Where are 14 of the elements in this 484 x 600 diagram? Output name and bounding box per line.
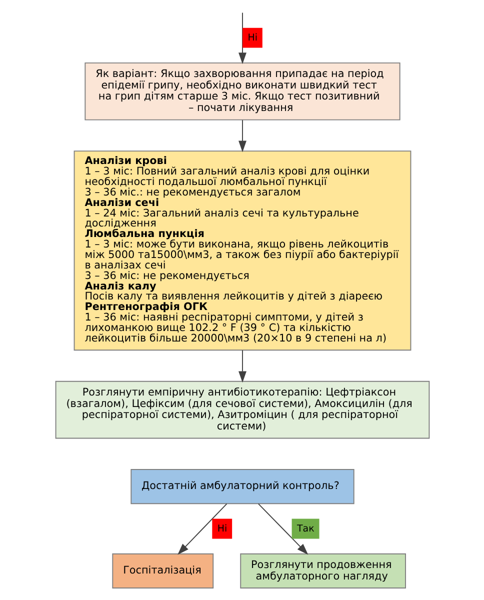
node-box: Як варіант: Якщо захворювання припадає на період епідемії грипу, необхідно виконати швидкий тест на грип дітям старше 3 міс. Якщо тест позитивний – почати лікування <box>84 62 400 120</box>
arrow <box>257 503 308 555</box>
node-box: Госпіталізація <box>112 553 214 588</box>
node-box: Розглянути продовження амбулаторного нагляду <box>240 553 406 588</box>
arrow <box>238 120 246 152</box>
node-box: Аналізи крові 1 – 3 міс: Повний загальний аналіз крові для оцінки необхідності подальшої люмбальної пункції 3 – 36 міс.: не рекомендується загалом Аналізи сечі 1 – 24 міс: Загальний аналіз сечі та культуральне дослідження Люмбальна пункція 1 – 3 міс: може бути виконана, якщо рівень лейкоцитів між 5000 та15000\мм3, а також без піурії або бактеріурії в аналізах сечі 3 – 36 міс: не рекомендується Аналіз калу Посів калу та виявлення лейкоцитів у дітей з діареєю Рентгенографія ОГК 1 – 36 міс: наявні респіраторні симптоми, у дітей з лихоманкою вище 102.2 ° F (39 ° C) та кількістю лейкоцитів більше 20000\мм3 (20×10 в 9 степені на л) <box>73 150 411 351</box>
arrow <box>238 350 246 383</box>
edge-label: Так <box>296 524 314 535</box>
edge-label: Ні <box>216 524 227 535</box>
arrow <box>238 12 246 64</box>
edge-label: Ні <box>247 32 257 44</box>
node-box: Розглянути емпіричну антибіотикотерапію: Цефтріаксон (взагалом), Цефіксим (для сечової системи), Амоксицилін (для респіраторної системи), Азитроміцин ( для респіраторної системи) <box>54 380 430 439</box>
arrow <box>177 503 227 555</box>
node-box: Достатній амбулаторний контроль? <box>130 469 354 504</box>
